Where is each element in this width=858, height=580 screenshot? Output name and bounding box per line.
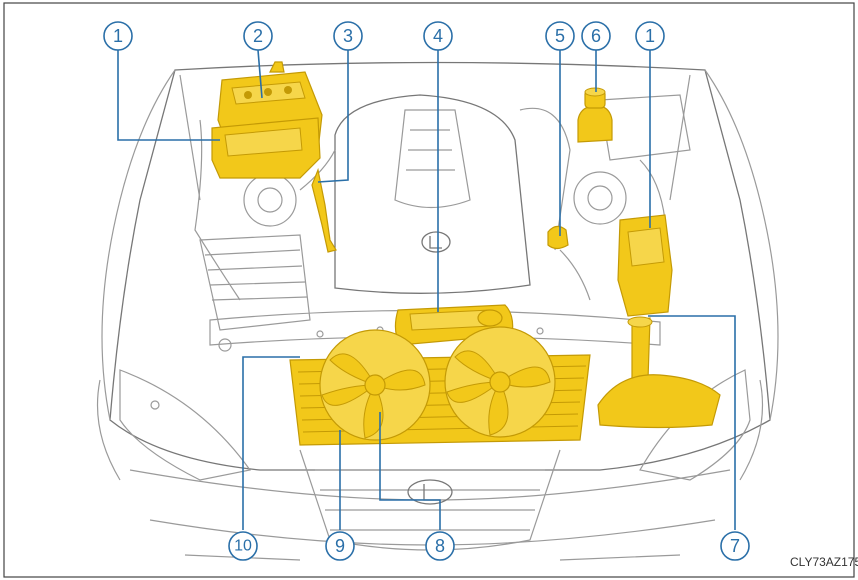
callout-label: 6 bbox=[591, 26, 601, 46]
callout-label: 4 bbox=[433, 26, 443, 46]
figure-frame bbox=[4, 3, 854, 577]
highlighted-components bbox=[212, 62, 720, 445]
callout-label: 8 bbox=[435, 536, 445, 556]
callout-7: 7 bbox=[721, 532, 749, 560]
cooling-fan-right-shape bbox=[445, 327, 555, 437]
callout-4: 4 bbox=[424, 22, 452, 50]
figure-code: CLY73AZ175 bbox=[790, 555, 858, 569]
callout-3: 3 bbox=[334, 22, 362, 50]
callout-label: 9 bbox=[335, 536, 345, 556]
callout-label: 1 bbox=[113, 26, 123, 46]
callout-label: 10 bbox=[234, 538, 252, 555]
callout-6: 6 bbox=[582, 22, 610, 50]
callout-1-right: 1 bbox=[636, 22, 664, 50]
leader-1-left bbox=[118, 50, 220, 140]
leader-3 bbox=[318, 50, 348, 182]
callout-label: 2 bbox=[253, 26, 263, 46]
callout-label: 3 bbox=[343, 26, 353, 46]
leader-10 bbox=[243, 357, 300, 530]
fuse-box-right-shape bbox=[618, 215, 672, 316]
callout-8: 8 bbox=[426, 532, 454, 560]
callout-label: 5 bbox=[555, 26, 565, 46]
coolant-reservoir-shape bbox=[598, 317, 720, 428]
callout-1-left: 1 bbox=[104, 22, 132, 50]
fuse-box-left-shape bbox=[212, 118, 320, 178]
callout-9: 9 bbox=[326, 532, 354, 560]
callout-10: 10 bbox=[229, 532, 257, 560]
dipstick-shape bbox=[548, 226, 568, 248]
callout-label: 7 bbox=[730, 536, 740, 556]
cooling-fan-left-shape bbox=[320, 330, 430, 440]
callout-label: 1 bbox=[645, 26, 655, 46]
brake-fluid-reservoir-shape bbox=[578, 88, 612, 142]
callout-5: 5 bbox=[546, 22, 574, 50]
callout-2: 2 bbox=[244, 22, 272, 50]
